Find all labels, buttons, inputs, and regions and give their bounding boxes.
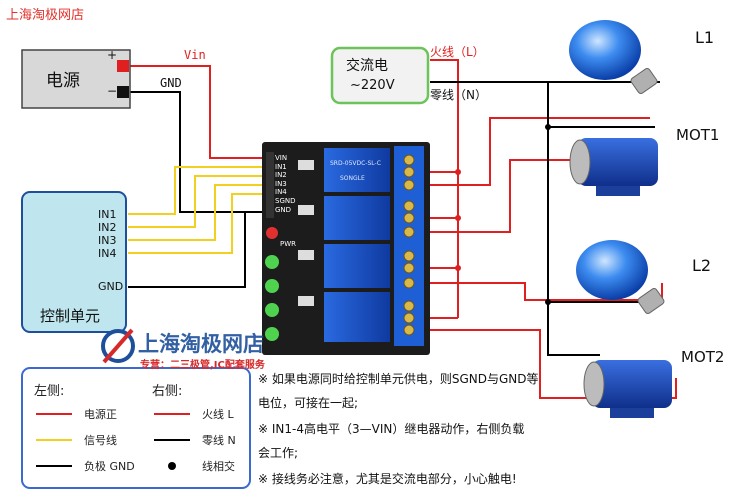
minus-sign: − xyxy=(107,84,118,98)
note-2: 电位，可接在一起; xyxy=(258,396,359,410)
motor-mot1 xyxy=(569,138,658,196)
power-supply xyxy=(21,49,131,109)
load-label-mot2: MOT2 xyxy=(681,348,725,366)
minus-terminal xyxy=(117,86,129,98)
relay-pin-vin: VIN xyxy=(275,154,288,162)
control-gnd: GND xyxy=(98,280,124,293)
relay-pin-in3: IN3 xyxy=(275,179,287,188)
motor-mot2 xyxy=(583,360,672,418)
watermark-logo-icon xyxy=(101,328,135,364)
note-1: ※ 如果电源同时给控制单元供电，则SGND与GND等 xyxy=(258,372,539,386)
legend-swatches xyxy=(36,413,190,470)
neutral-label: 零线（N） xyxy=(430,88,487,102)
junction-dots xyxy=(455,124,551,305)
gnd-wire xyxy=(128,91,272,288)
ac-source-box xyxy=(330,46,430,105)
vin-label: Vin xyxy=(184,48,206,62)
signal-wires xyxy=(128,166,272,254)
control-pins: IN1 IN2 IN3 IN4 xyxy=(98,208,116,260)
load-label-mot1: MOT1 xyxy=(676,126,720,144)
relay-pin-sgnd: SGND xyxy=(275,196,296,205)
legend-item-live: 火线 L xyxy=(202,408,234,421)
load-label-l2: L2 xyxy=(692,256,712,275)
live-label: 火线（L） xyxy=(430,45,485,59)
pwr-label: PWR xyxy=(280,240,297,248)
relays xyxy=(324,148,390,342)
note-4: 会工作; xyxy=(258,446,299,460)
load-label-l1: L1 xyxy=(695,28,715,47)
control-unit-title: 控制单元 xyxy=(40,307,101,325)
note-3: ※ IN1-4高电平（3—VIN）继电器动作，右侧负载 xyxy=(258,422,525,436)
relay-pin-labels: VIN IN1 IN2 IN3 IN4 SGND GND xyxy=(275,154,296,214)
legend-item-junction: 线相交 xyxy=(202,460,235,473)
plus-terminal xyxy=(117,60,129,72)
pin-in4: IN4 xyxy=(98,247,117,260)
legend-item-neutral: 零线 N xyxy=(202,434,236,447)
relay-module xyxy=(262,142,430,355)
neutral-wires xyxy=(430,81,660,356)
ac-title: 交流电 xyxy=(346,58,388,74)
pin-in1: IN1 xyxy=(98,208,117,221)
pin-in3: IN3 xyxy=(98,234,117,247)
legend-left-header: 左侧: xyxy=(34,384,65,399)
ac-voltage: ~220V xyxy=(350,78,395,93)
status-leds xyxy=(265,227,279,341)
relay-model-text: SRD-05VDC-SL-C xyxy=(330,160,381,167)
note-5: ※ 接线务必注意，尤其是交流电部分，小心触电! xyxy=(258,472,517,486)
legend-item-power-positive: 电源正 xyxy=(84,408,117,421)
legend-item-signal: 信号线 xyxy=(84,434,117,447)
relay-pin-in1: IN1 xyxy=(275,162,287,171)
power-supply-title: 电源 xyxy=(46,71,80,91)
lamp-l1 xyxy=(569,20,658,95)
vin-wire xyxy=(128,65,272,159)
screw-terminals xyxy=(394,146,424,346)
live-wires xyxy=(410,59,677,399)
relay-pin-in4: IN4 xyxy=(275,188,287,197)
shop-name: 上海淘极网店 xyxy=(6,8,85,23)
legend-item-gnd: 负极 GND xyxy=(84,460,135,473)
relay-brand-text: SONGLE xyxy=(340,175,365,182)
control-unit-box xyxy=(21,191,127,333)
legend-right-header: 右侧: xyxy=(152,384,183,399)
lamp-l2 xyxy=(576,240,665,315)
gnd-label: GND xyxy=(160,76,182,90)
relay-pin-gnd: GND xyxy=(275,205,292,214)
watermark-sub: 专营：二三极管,IC配套服务 xyxy=(140,360,265,371)
plus-sign: + xyxy=(107,48,118,62)
legend-box xyxy=(21,367,251,489)
pin-in2: IN2 xyxy=(98,221,117,234)
relay-pin-in2: IN2 xyxy=(275,171,287,180)
watermark-text: 上海淘极网店 xyxy=(138,332,264,356)
